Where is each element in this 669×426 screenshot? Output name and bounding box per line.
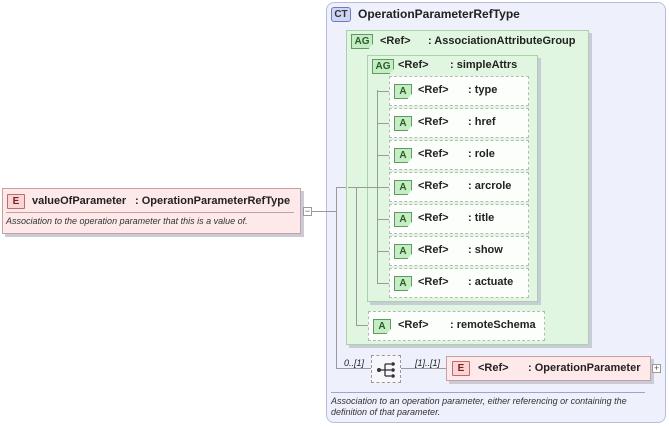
tree-line [377,251,389,252]
tree-line [377,283,389,284]
attribute-group-tag: AG [351,34,373,49]
attribute-arcrole-ref: <Ref> [418,180,449,192]
tree-line [377,91,389,92]
attribute-arcrole-box[interactable] [389,172,529,202]
root-element-description: Association to the operation parameter t… [6,216,248,226]
attribute-href-box[interactable] [389,108,529,138]
attribute-role-ref: <Ref> [418,148,449,160]
operation-parameter-element-box[interactable] [446,356,651,381]
sequence-icon [377,362,395,378]
attribute-title-tag: A [394,212,412,227]
attribute-actuate-ref: <Ref> [418,276,449,288]
attribute-remote-schema-tag: A [373,319,391,334]
sequence-multiplicity: 0..[1] [344,358,365,368]
attribute-show-box[interactable] [389,236,529,266]
attribute-href-name: : href [468,116,496,128]
description-divider [331,392,645,393]
attribute-role-box[interactable] [389,140,529,170]
connector-line [401,368,446,369]
root-element-tag: E [7,194,25,209]
inner-attribute-group-ref: <Ref> [398,59,429,71]
operation-parameter-element-tag: E [452,361,470,376]
attribute-remote-schema-box[interactable] [368,311,545,341]
root-element-type: : OperationParameterRefType [135,195,291,207]
root-element-collapse-toggle[interactable]: − [303,206,312,216]
sequence-compositor[interactable] [371,355,401,383]
attribute-title-ref: <Ref> [418,212,449,224]
attribute-title-box[interactable] [389,204,529,234]
attribute-arcrole-tag: A [394,180,412,195]
tree-line [356,325,368,326]
inner-attribute-group-name: : simpleAttrs [450,59,518,71]
operation-parameter-expand-toggle[interactable]: + [652,363,661,373]
attribute-type-name: : type [468,84,498,96]
connector-line [336,368,371,369]
attribute-href-tag: A [394,116,412,131]
connector-line [312,211,336,212]
attribute-group-ref: <Ref> [380,35,411,47]
connector-line [336,187,348,188]
attribute-actuate-tag: A [394,276,412,291]
operation-parameter-element-ref: <Ref> [478,362,509,374]
attribute-role-name: : role [468,148,495,160]
attribute-type-tag: A [394,84,412,99]
attribute-role-tag: A [394,148,412,163]
attribute-remote-schema-name: : remoteSchema [450,319,536,331]
operation-parameter-element-name: : OperationParameter [528,362,641,374]
connector-line [336,187,337,368]
root-element-name: valueOfParameter [32,195,127,207]
attribute-actuate-box[interactable] [389,268,529,298]
attribute-remote-schema-ref: <Ref> [398,319,429,331]
tree-line [377,187,389,188]
attribute-arcrole-name: : arcrole [468,180,512,192]
complex-type-name: OperationParameterRefType [358,7,520,21]
tree-line [377,123,389,124]
attribute-title-name: : title [468,212,495,224]
complex-type-tag: CT [331,7,351,22]
root-element-box[interactable] [2,188,301,234]
attribute-show-name: : show [468,244,503,256]
attribute-href-ref: <Ref> [418,116,449,128]
attribute-show-ref: <Ref> [418,244,449,256]
tree-line [356,187,357,325]
tree-line [377,155,389,156]
tree-line [377,219,389,220]
attribute-group-name: : AssociationAttributeGroup [428,35,576,47]
attribute-type-ref: <Ref> [418,84,449,96]
root-element-divider [6,212,294,213]
inner-attribute-group-tag: AG [372,59,394,74]
attribute-type-box[interactable] [389,76,529,106]
sequence-child-multiplicity: [1]..[1] [415,358,441,368]
operation-parameter-description: Association to an operation parameter, e… [331,396,627,417]
attribute-actuate-name: : actuate [468,276,514,288]
attribute-show-tag: A [394,244,412,259]
tree-line [348,187,377,188]
